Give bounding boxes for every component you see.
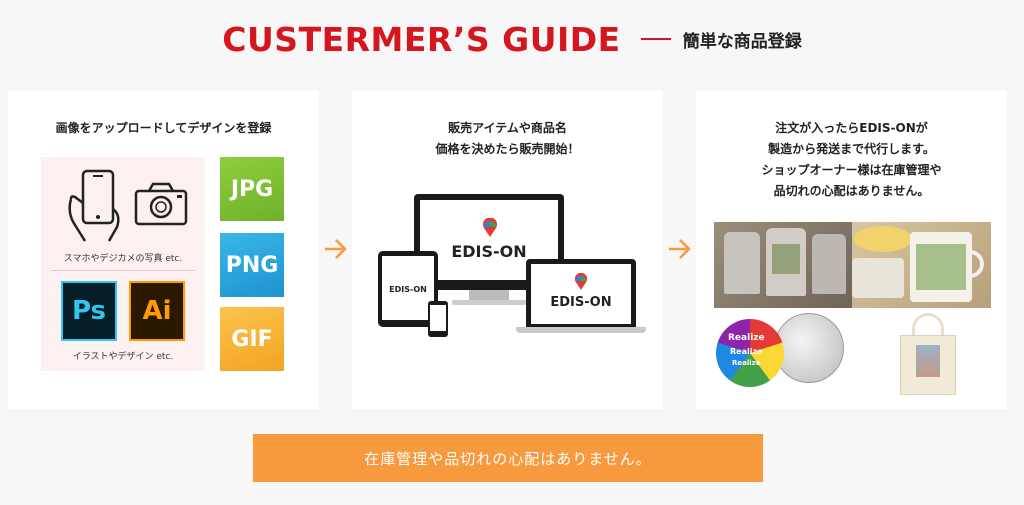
no-inventory-banner: 在庫管理や品切れの心配はありません。 xyxy=(253,434,763,482)
mug-products-photo xyxy=(852,222,991,308)
smartphone-icon xyxy=(68,169,120,242)
upload-sources-box: スマホやデジカメの写真 etc. Ps Ai イラストやデザイン etc. xyxy=(41,157,205,371)
step-2-caption-line: 販売アイテムや商品名 xyxy=(448,121,567,135)
badge-products-image: Realize Realize Realize xyxy=(716,313,846,389)
illustration-source-label: イラストやデザイン etc. xyxy=(72,352,174,362)
png-format-icon: PNG xyxy=(220,233,284,297)
page-title: CUSTERMER’S GUIDE xyxy=(222,19,621,59)
step-2-caption-line: 価格を決めたら販売開始！ xyxy=(435,142,580,156)
tshirt-products-photo xyxy=(714,222,852,308)
adobe-app-icons: Ps Ai xyxy=(41,281,205,341)
gif-format-icon: GIF xyxy=(220,307,284,371)
step-1-caption: 画像をアップロードしてデザインを登録 xyxy=(8,118,319,139)
step-3-fulfillment-panel: 注文が入ったらEDIS-ONが 製造から発送まで代行します。 ショップオーナー様… xyxy=(696,91,1007,409)
brand-logo-text: EDIS-ON xyxy=(389,285,427,294)
step-2-caption: 販売アイテムや商品名 価格を決めたら販売開始！ xyxy=(352,118,663,160)
step-1-upload-panel: 画像をアップロードしてデザインを登録 スマホやデジカメの写真 etc. Ps A… xyxy=(8,91,319,409)
badge-text: Realize xyxy=(732,359,761,367)
arrow-right-icon xyxy=(669,239,691,259)
step-3-caption: 注文が入ったらEDIS-ONが 製造から発送まで代行します。 ショップオーナー様… xyxy=(696,118,1007,202)
page-header: CUSTERMER’S GUIDE 簡単な商品登録 xyxy=(0,14,1024,64)
badge-text: Realize xyxy=(728,333,765,343)
step-3-caption-line: 品切れの心配はありません。 xyxy=(773,184,930,198)
jpg-format-icon: JPG xyxy=(220,157,284,221)
illustrator-icon: Ai xyxy=(129,281,185,341)
title-dash-divider xyxy=(640,38,671,40)
brand-pin-icon xyxy=(574,273,588,290)
tote-bag-image xyxy=(894,313,964,399)
sources-divider xyxy=(51,270,195,271)
page-subtitle: 簡単な商品登録 xyxy=(682,31,802,52)
brand-pin-icon xyxy=(483,218,497,237)
brand-logo-text: EDIS-ON xyxy=(451,242,527,261)
arrow-right-icon xyxy=(325,239,347,259)
badge-text: Realize xyxy=(730,347,763,356)
step-3-caption-line: 注文が入ったらEDIS-ONが xyxy=(775,121,928,135)
camera-icon xyxy=(134,182,188,226)
tablet-image: EDIS-ON xyxy=(378,251,438,327)
brand-logo-text: EDIS-ON xyxy=(550,295,612,310)
photoshop-icon: Ps xyxy=(61,281,117,341)
step-3-caption-line: ショップオーナー様は在庫管理や xyxy=(761,163,942,177)
button-badge: Realize Realize Realize xyxy=(716,319,784,387)
step-2-sell-panel: 販売アイテムや商品名 価格を決めたら販売開始！ EDIS-ON EDIS-ON … xyxy=(352,91,663,409)
phone-image xyxy=(428,301,448,337)
step-1-caption-line: 画像をアップロードしてデザインを登録 xyxy=(55,121,272,135)
step-3-caption-line: 製造から発送まで代行します。 xyxy=(768,142,935,156)
laptop-image: EDIS-ON xyxy=(516,259,646,337)
photo-source-label: スマホやデジカメの写真 etc. xyxy=(63,254,183,264)
